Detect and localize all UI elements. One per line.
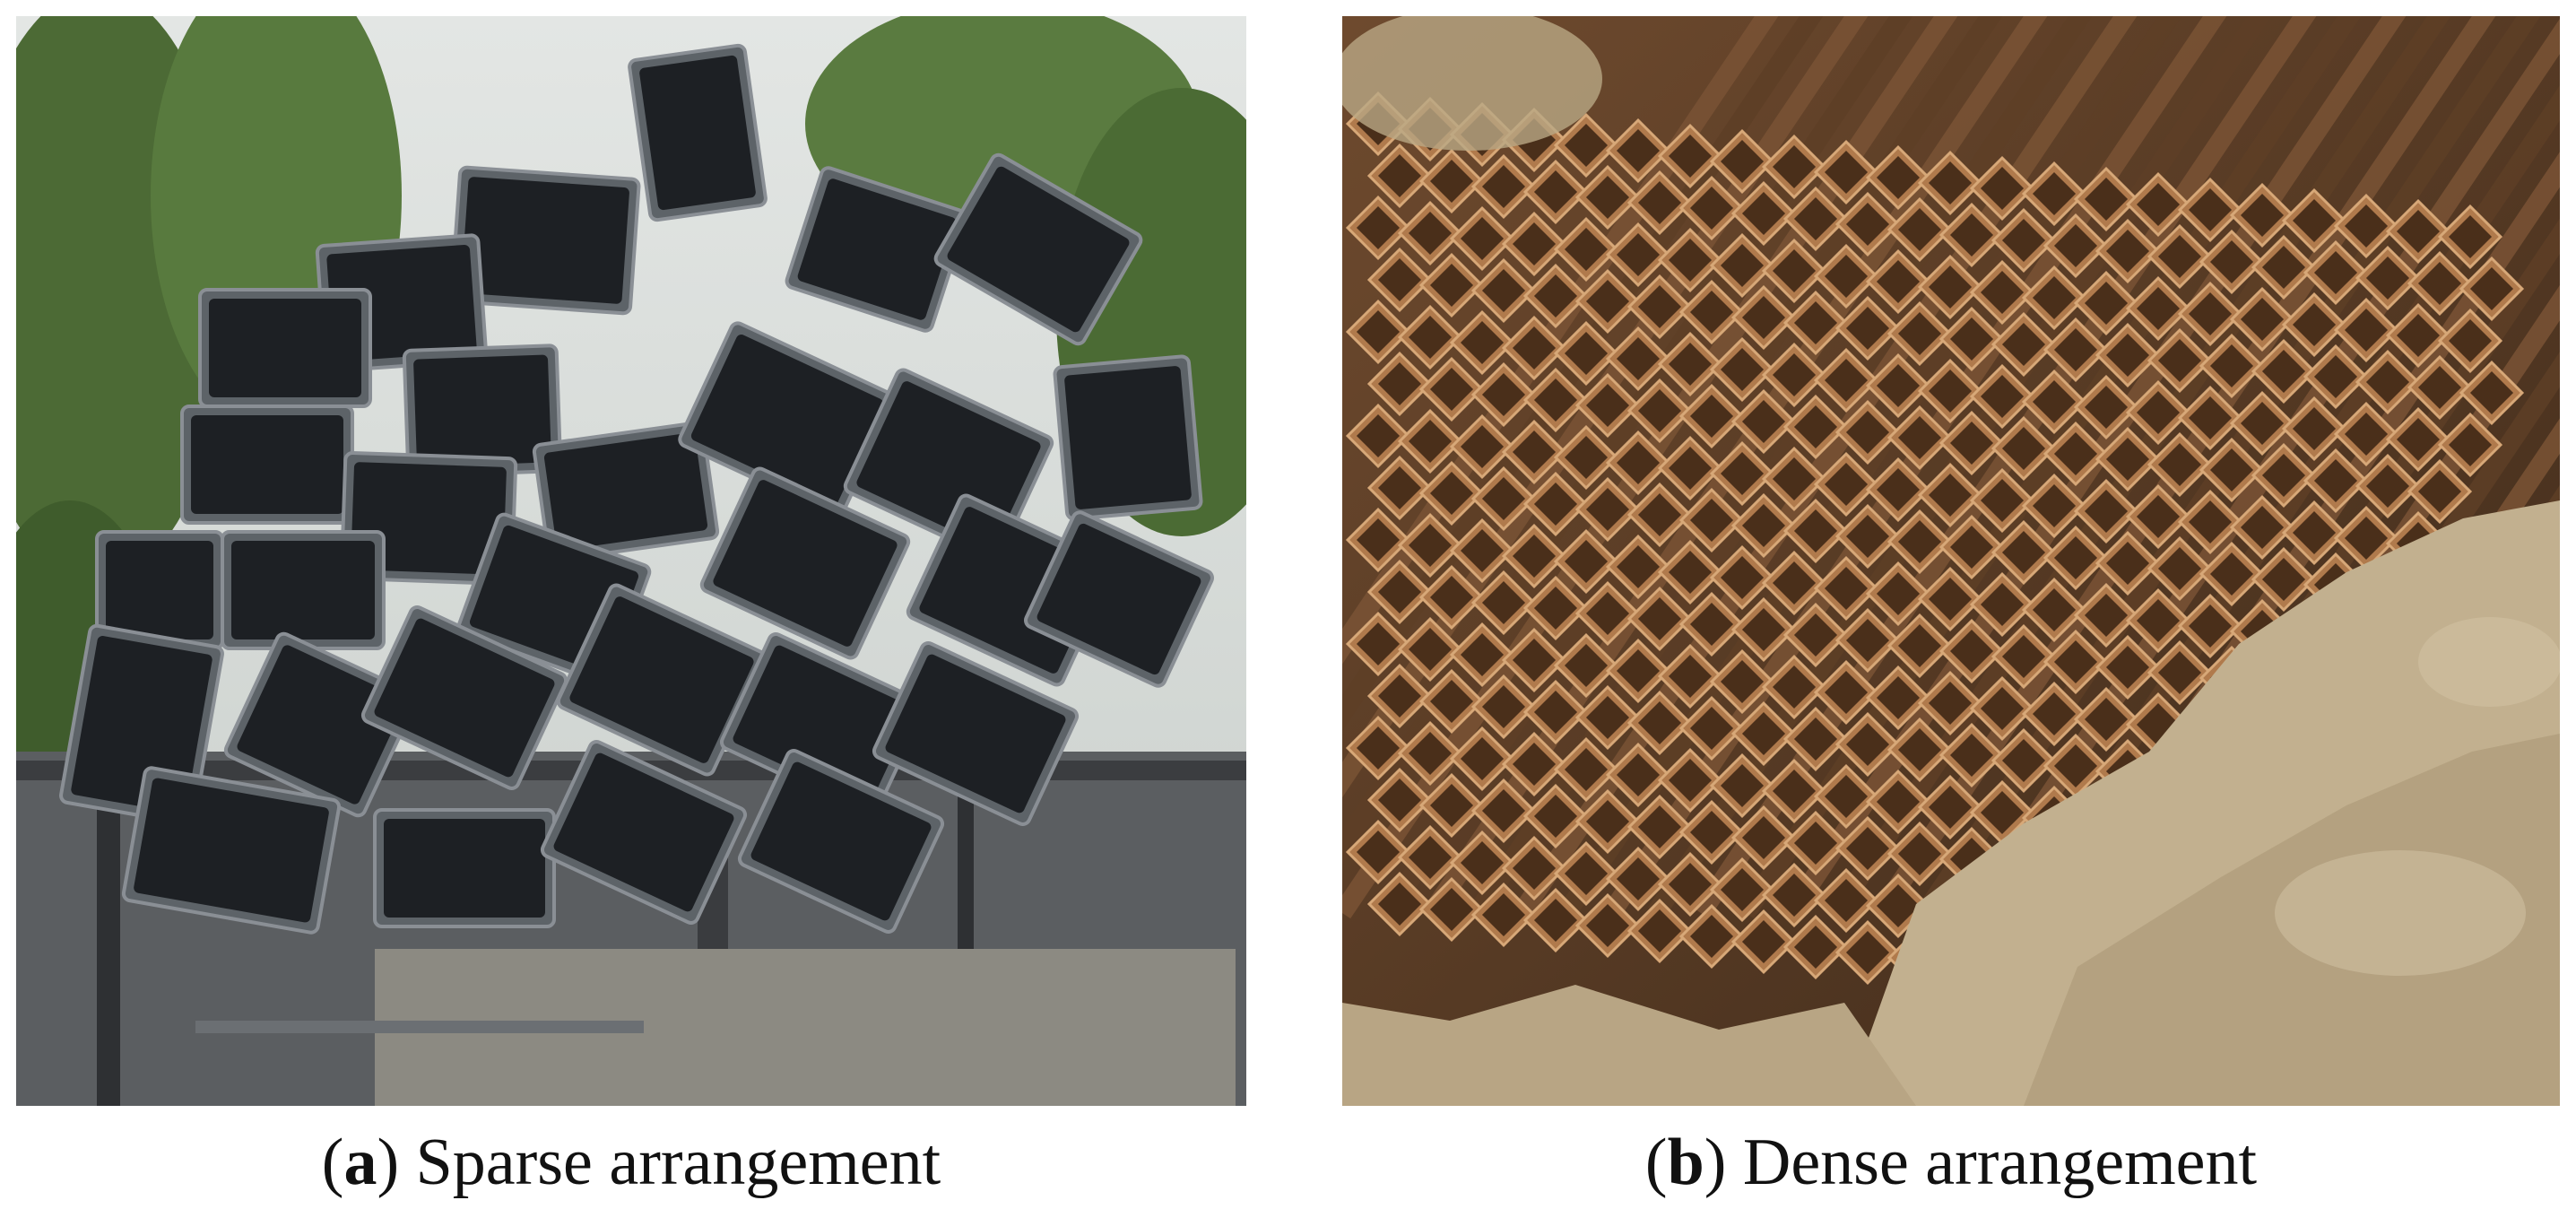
- sparse-tubes-illustration: [16, 16, 1246, 1106]
- caption-a: (a) Sparse arrangement: [321, 1126, 941, 1199]
- caption-b: (b) Dense arrangement: [1644, 1126, 2258, 1199]
- caption-b-letter: b: [1667, 1126, 1704, 1199]
- caption-a-letter: a: [343, 1126, 377, 1199]
- tube-bundle: [59, 43, 1214, 935]
- panel-b: (b) Dense arrangement: [1342, 16, 2560, 1199]
- photo-sparse-arrangement: [16, 16, 1246, 1106]
- photo-dense-arrangement: [1342, 16, 2560, 1106]
- caption-a-text: Sparse arrangement: [415, 1126, 941, 1199]
- panel-a: (a) Sparse arrangement: [16, 16, 1246, 1199]
- dense-tubes-illustration: [1342, 16, 2560, 1106]
- caption-b-text: Dense arrangement: [1742, 1126, 2258, 1199]
